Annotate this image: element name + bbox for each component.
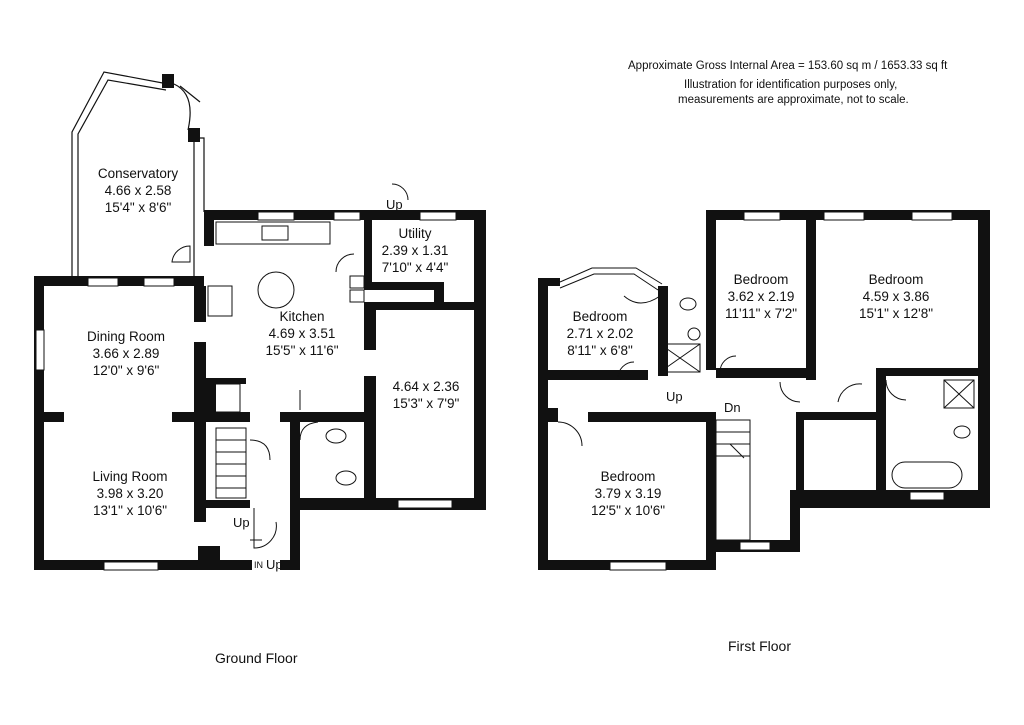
- down-mark-landing: Dn: [724, 400, 741, 415]
- room-imperial: 15'1" x 12'8": [858, 306, 934, 321]
- room-metric: 4.66 x 2.58: [104, 183, 172, 198]
- first-floor-caption: First Floor: [728, 638, 791, 654]
- up-mark-entrance: Up: [266, 557, 283, 572]
- conservatory-outline: [71, 71, 205, 278]
- room-label-dining-room: Dining Room 3.66 x 2.89 12'0" x 9'6": [76, 328, 176, 379]
- room-label-unnamed: 4.64 x 2.36 15'3" x 7'9": [378, 378, 474, 412]
- room-imperial: 11'11" x 7'2": [724, 306, 798, 321]
- room-metric: 3.66 x 2.89: [92, 346, 160, 361]
- room-imperial: 13'1" x 10'6": [92, 503, 168, 518]
- room-name: Utility: [398, 226, 432, 241]
- room-name: Conservatory: [97, 166, 179, 181]
- up-mark-stairs: Up: [233, 515, 250, 530]
- room-metric: 3.79 x 3.19: [594, 486, 662, 501]
- room-label-bedroom-3: Bedroom 4.59 x 3.86 15'1" x 12'8": [848, 271, 944, 322]
- kitchen-fittings: [171, 183, 409, 549]
- ground-floor-caption: Ground Floor: [215, 650, 298, 666]
- room-metric: 2.71 x 2.02: [566, 326, 634, 341]
- room-label-conservatory: Conservatory 4.66 x 2.58 15'4" x 8'6": [90, 165, 186, 216]
- room-label-bedroom-2: Bedroom 3.62 x 2.19 11'11" x 7'2": [718, 271, 804, 322]
- room-imperial: 15'5" x 11'6": [265, 343, 339, 358]
- room-name: Dining Room: [86, 329, 166, 344]
- first-floor-details: [557, 267, 975, 541]
- room-metric: 4.64 x 2.36: [392, 379, 460, 394]
- room-imperial: 12'0" x 9'6": [92, 363, 160, 378]
- room-label-utility: Utility 2.39 x 1.31 7'10" x 4'4": [372, 225, 458, 276]
- room-name: Bedroom: [733, 272, 789, 287]
- disclaimer-line-1: Illustration for identification purposes…: [684, 79, 898, 91]
- up-mark-landing: Up: [666, 389, 683, 404]
- room-metric: 2.39 x 1.31: [381, 243, 449, 258]
- room-imperial: 7'10" x 4'4": [381, 260, 449, 275]
- room-name: Kitchen: [279, 309, 325, 324]
- entrance-mark: IN: [254, 560, 263, 570]
- room-label-bedroom-1: Bedroom 2.71 x 2.02 8'11" x 6'8": [552, 308, 648, 359]
- room-imperial: 12'5" x 10'6": [590, 503, 666, 518]
- room-imperial: 15'3" x 7'9": [392, 396, 460, 411]
- up-mark-utility: Up: [386, 197, 403, 212]
- room-metric: 3.62 x 2.19: [727, 289, 795, 304]
- room-metric: 3.98 x 3.20: [96, 486, 164, 501]
- room-imperial: 15'4" x 8'6": [104, 200, 172, 215]
- room-label-bedroom-4: Bedroom 3.79 x 3.19 12'5" x 10'6": [580, 468, 676, 519]
- room-label-kitchen: Kitchen 4.69 x 3.51 15'5" x 11'6": [254, 308, 350, 359]
- room-name: Living Room: [92, 469, 168, 484]
- room-imperial: 8'11" x 6'8": [567, 343, 633, 358]
- first-windows: [609, 211, 953, 571]
- room-name: Bedroom: [868, 272, 924, 287]
- disclaimer-line-2: measurements are approximate, not to sca…: [678, 94, 909, 106]
- ground-windows: [35, 211, 457, 571]
- room-name: Bedroom: [600, 469, 656, 484]
- room-label-living-room: Living Room 3.98 x 3.20 13'1" x 10'6": [80, 468, 180, 519]
- room-metric: 4.59 x 3.86: [862, 289, 930, 304]
- area-note: Approximate Gross Internal Area = 153.60…: [628, 60, 948, 72]
- room-name: Bedroom: [572, 309, 628, 324]
- room-metric: 4.69 x 3.51: [268, 326, 336, 341]
